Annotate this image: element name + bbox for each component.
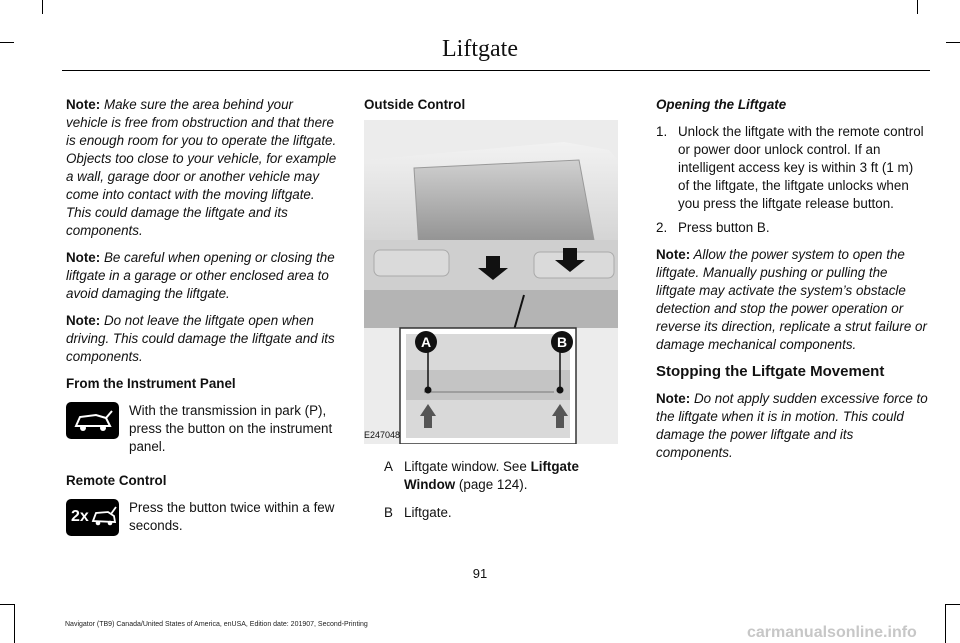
footer-text: Navigator (TB9) Canada/United States of …	[65, 621, 368, 628]
list-item: 1. Unlock the liftgate with the remote co…	[656, 123, 928, 213]
note-driving: Note: Do not leave the liftgate open whe…	[66, 312, 338, 366]
step-text: Press button B.	[678, 220, 770, 235]
crop-mark	[946, 42, 960, 43]
remote-icon-label: 2x	[71, 508, 89, 525]
list-item: 2. Press button B.	[656, 219, 928, 237]
note-excessive-force: Note: Do not apply sudden excessive forc…	[656, 390, 928, 462]
column-middle: Outside Control	[364, 96, 620, 532]
legend-text: Liftgate window. See Liftgate Window (pa…	[404, 458, 614, 494]
legend-row: A Liftgate window. See Liftgate Window (…	[364, 458, 620, 494]
note-text: Do not apply sudden excessive force to t…	[656, 391, 928, 460]
liftgate-illustration: A B E247048	[364, 120, 618, 444]
note-text: Do not leave the liftgate open when driv…	[66, 313, 335, 364]
column-right: Opening the Liftgate 1. Unlock the liftga…	[656, 96, 928, 471]
note-obstruction: Note: Make sure the area behind your veh…	[66, 96, 338, 240]
legend-text-pre: Liftgate window. See	[404, 459, 531, 474]
figure-id: E247048	[364, 430, 401, 440]
header-rule	[62, 70, 930, 71]
crop-mark	[917, 0, 918, 14]
note-label: Note:	[66, 313, 101, 328]
heading-stopping-movement: Stopping the Liftgate Movement	[656, 363, 885, 380]
note-text: Be careful when opening or closing the l…	[66, 250, 335, 301]
page-number: 91	[472, 566, 488, 581]
note-power-system: Note: Allow the power system to open the…	[656, 246, 928, 354]
instrument-panel-row: With the transmission in park (P), press…	[66, 402, 338, 456]
note-text: Make sure the area behind your vehicle i…	[66, 97, 337, 238]
remote-control-text: Press the button twice within a few seco…	[129, 500, 335, 533]
step-number: 2.	[656, 220, 668, 235]
note-label: Note:	[66, 250, 101, 265]
heading-outside-control: Outside Control	[364, 97, 466, 112]
remote-control-row: 2x Press the button twice within a few s…	[66, 499, 338, 536]
liftgate-icon	[66, 402, 119, 439]
crop-mark	[0, 42, 14, 43]
crop-mark	[945, 604, 946, 643]
legend-text-post: (page 124).	[455, 477, 528, 492]
note-label: Note:	[656, 247, 691, 262]
callout-b: B	[557, 334, 567, 350]
heading-remote-control: Remote Control	[66, 473, 167, 488]
legend-row: B Liftgate.	[364, 504, 620, 522]
column-left: Note: Make sure the area behind your veh…	[66, 96, 338, 552]
watermark: carmanualsonline.info	[747, 624, 917, 641]
legend-key: B	[384, 505, 393, 520]
note-label: Note:	[66, 97, 101, 112]
step-number: 1.	[656, 124, 668, 139]
step-text: Unlock the liftgate with the remote cont…	[678, 124, 924, 211]
callout-a: A	[421, 334, 431, 350]
liftgate-window-link[interactable]: Liftgate Window	[404, 459, 579, 492]
crop-mark	[42, 0, 43, 14]
crop-mark	[0, 604, 14, 605]
instrument-panel-text: With the transmission in park (P), press…	[129, 403, 333, 454]
legend-text: Liftgate.	[404, 505, 452, 520]
note-label: Note:	[656, 391, 691, 406]
heading-opening-liftgate: Opening the Liftgate	[656, 97, 787, 112]
note-garage: Note: Be careful when opening or closing…	[66, 249, 338, 303]
vehicle-rear-drawing: A B	[364, 120, 618, 444]
page-title: Liftgate	[442, 36, 518, 62]
legend-key: A	[384, 459, 393, 474]
crop-mark	[14, 604, 15, 643]
note-text: Allow the power system to open the liftg…	[656, 247, 927, 352]
remote-liftgate-icon: 2x	[66, 499, 119, 536]
heading-instrument-panel: From the Instrument Panel	[66, 376, 236, 391]
steps-list: 1. Unlock the liftgate with the remote co…	[656, 123, 928, 237]
crop-mark	[946, 604, 960, 605]
